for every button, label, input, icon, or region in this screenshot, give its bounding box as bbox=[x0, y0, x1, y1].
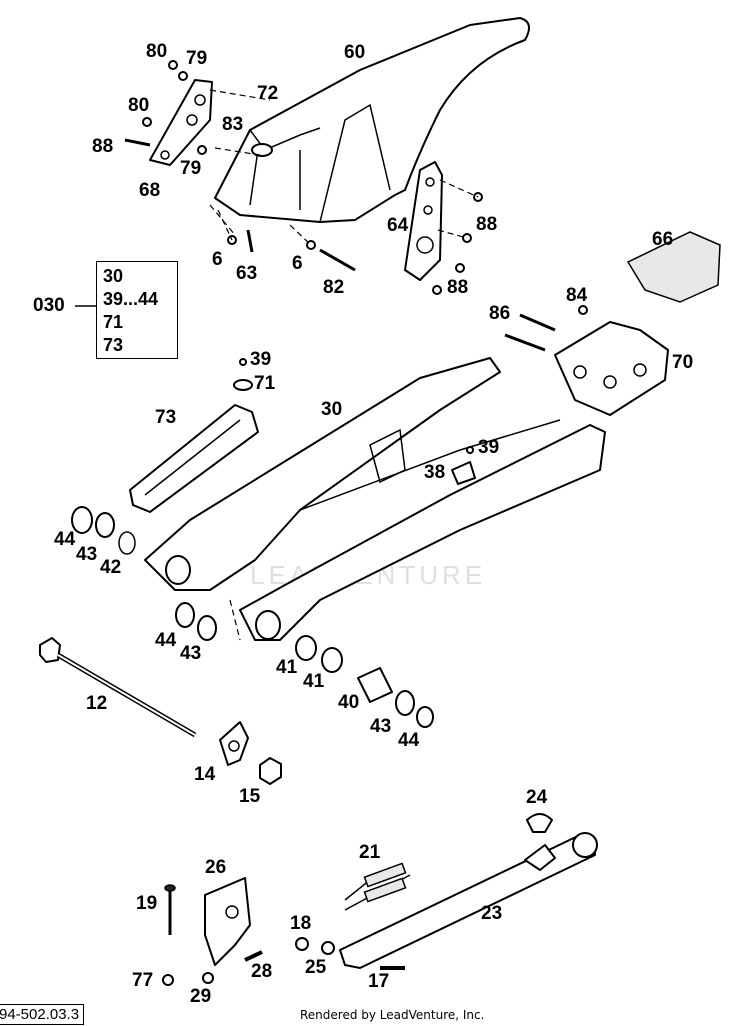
part-21-springs[interactable] bbox=[344, 862, 411, 911]
callout-17: 17 bbox=[368, 971, 390, 992]
callout-82: 82 bbox=[323, 277, 345, 298]
callout-14: 14 bbox=[194, 764, 216, 785]
footer-credit: Rendered by LeadVenture, Inc. bbox=[300, 1008, 485, 1022]
part-fasteners-top[interactable] bbox=[124, 60, 588, 454]
callout-43: 43 bbox=[76, 544, 98, 565]
callout-79: 79 bbox=[186, 48, 208, 69]
callout-18: 18 bbox=[290, 913, 312, 934]
callout-41: 41 bbox=[303, 671, 325, 692]
callout-63: 63 bbox=[236, 263, 258, 284]
callout-26: 26 bbox=[205, 857, 227, 878]
part-19-bolt[interactable] bbox=[164, 884, 176, 935]
callout-12: 12 bbox=[86, 693, 108, 714]
part-30-swingarm[interactable] bbox=[144, 357, 606, 641]
callout-42: 42 bbox=[100, 557, 122, 578]
part-72-sleeve[interactable] bbox=[251, 143, 273, 157]
callout-6: 6 bbox=[292, 253, 303, 274]
part-44-43-bearings-lower[interactable] bbox=[175, 602, 217, 641]
part-41-needle-bearings[interactable] bbox=[295, 635, 343, 673]
callout-43: 43 bbox=[370, 716, 392, 737]
part-38-bracket[interactable] bbox=[451, 461, 476, 485]
callout-23: 23 bbox=[481, 903, 503, 924]
part-15-nut[interactable] bbox=[259, 757, 282, 785]
callout-29: 29 bbox=[190, 986, 212, 1007]
part-18-washer[interactable] bbox=[295, 937, 309, 951]
part-77-nut[interactable] bbox=[162, 974, 174, 986]
callout-88: 88 bbox=[476, 214, 498, 235]
part-25-bushing[interactable] bbox=[321, 941, 335, 955]
callout-64: 64 bbox=[387, 215, 409, 236]
part-43-44-bearings-right[interactable] bbox=[395, 690, 434, 728]
part-60-chain-guard[interactable] bbox=[214, 17, 530, 223]
callout-88: 88 bbox=[92, 136, 114, 157]
group-item: 30 bbox=[103, 266, 124, 286]
callout-44: 44 bbox=[398, 730, 420, 751]
part-64-bracket[interactable] bbox=[404, 161, 443, 281]
callout-40: 40 bbox=[338, 692, 360, 713]
callout-72: 72 bbox=[257, 83, 279, 104]
callout-21: 21 bbox=[359, 842, 381, 863]
callout-25: 25 bbox=[305, 957, 327, 978]
part-68-bracket[interactable] bbox=[149, 79, 213, 166]
group-item: 39...44 bbox=[103, 289, 159, 309]
group-item: 71 bbox=[103, 312, 124, 332]
part-24-cap[interactable] bbox=[526, 813, 553, 833]
callout-68: 68 bbox=[139, 180, 161, 201]
part-44-43-42-bearings-left[interactable] bbox=[71, 506, 136, 555]
callout-39: 39 bbox=[250, 349, 272, 370]
callout-19: 19 bbox=[136, 893, 158, 914]
callout-88: 88 bbox=[447, 277, 469, 298]
leader-lines bbox=[75, 89, 479, 641]
callout-79: 79 bbox=[180, 158, 202, 179]
callout-30: 30 bbox=[321, 399, 343, 420]
part-28-bolt[interactable] bbox=[244, 950, 263, 962]
callout-86: 86 bbox=[489, 303, 511, 324]
part-23-side-stand[interactable] bbox=[339, 832, 598, 969]
part-26-bracket[interactable] bbox=[204, 877, 251, 966]
part-73-chain-slider[interactable] bbox=[129, 404, 259, 513]
callout-80: 80 bbox=[146, 41, 168, 62]
callout-70: 70 bbox=[672, 352, 694, 373]
callout-84: 84 bbox=[566, 285, 588, 306]
callout-73: 73 bbox=[155, 407, 177, 428]
callout-60: 60 bbox=[344, 42, 366, 63]
part-70-chain-guide[interactable] bbox=[554, 321, 669, 416]
part-66-guide-block[interactable] bbox=[626, 231, 721, 303]
callout-83: 83 bbox=[222, 114, 244, 135]
reference-code: 94-502.03.3 bbox=[0, 1004, 85, 1025]
callout-66: 66 bbox=[652, 229, 674, 250]
group-item: 73 bbox=[103, 335, 124, 355]
callout-44: 44 bbox=[155, 630, 177, 651]
callout-41: 41 bbox=[276, 657, 298, 678]
callout-28: 28 bbox=[251, 961, 273, 982]
part-12-pivot-bolt[interactable] bbox=[39, 637, 197, 738]
callout-15: 15 bbox=[239, 786, 261, 807]
callout-80: 80 bbox=[128, 95, 150, 116]
group-label: 030 bbox=[33, 295, 65, 316]
group-box: 30 39...44 71 73 bbox=[96, 261, 178, 359]
callout-71: 71 bbox=[254, 373, 276, 394]
callout-38: 38 bbox=[424, 462, 446, 483]
callout-24: 24 bbox=[526, 787, 548, 808]
callout-43: 43 bbox=[180, 643, 202, 664]
callout-44: 44 bbox=[54, 529, 76, 550]
part-14-plate[interactable] bbox=[219, 721, 249, 766]
callout-6: 6 bbox=[212, 249, 223, 270]
part-29-nut[interactable] bbox=[202, 972, 214, 984]
part-40-sleeve[interactable] bbox=[357, 667, 393, 703]
callout-39: 39 bbox=[478, 437, 500, 458]
callout-77: 77 bbox=[132, 970, 154, 991]
